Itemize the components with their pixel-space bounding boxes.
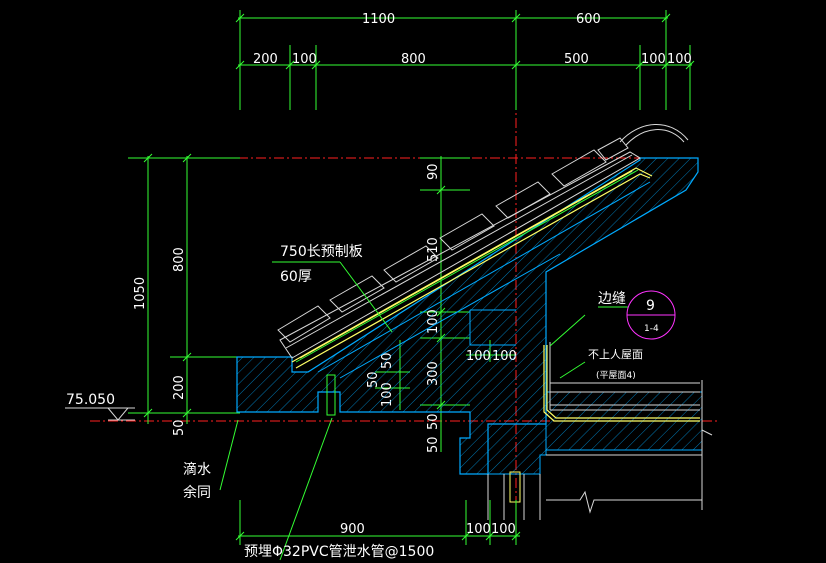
dim-top-1100: 1100 bbox=[362, 12, 395, 27]
panel-label-line2: 60厚 bbox=[280, 269, 312, 285]
elevation-marker bbox=[65, 407, 135, 421]
dim-top-500: 500 bbox=[564, 52, 589, 67]
leader-lines bbox=[219, 261, 628, 561]
callout-number: 9 bbox=[646, 298, 655, 314]
roof-note-sub: (平屋面4) bbox=[596, 370, 636, 381]
precast-slab bbox=[291, 167, 653, 379]
dim-center-50b: 50 bbox=[426, 436, 441, 453]
roof-tiles bbox=[277, 124, 689, 359]
dim-center-50: 50 bbox=[426, 413, 441, 430]
dim-top-100a: 100 bbox=[292, 52, 317, 67]
dim-top-600: 600 bbox=[576, 12, 601, 27]
drip-label-line1: 滴水 bbox=[183, 461, 211, 478]
dim-center-510: 510 bbox=[426, 237, 441, 262]
dim-left-800: 800 bbox=[172, 247, 187, 272]
dim-left-1050: 1050 bbox=[133, 277, 148, 310]
dim-top-100b: 100 bbox=[641, 52, 666, 67]
dim-top-200: 200 bbox=[253, 52, 278, 67]
dim-left-50: 50 bbox=[172, 419, 187, 436]
pvc-drain-pipe bbox=[326, 374, 521, 503]
callout-sheet: 1-4 bbox=[644, 324, 659, 334]
bottom-dimensions bbox=[235, 500, 521, 545]
concrete-section bbox=[236, 157, 703, 475]
dim-bottom-900: 900 bbox=[340, 522, 365, 537]
elevation-label: 75.050 bbox=[66, 392, 115, 408]
left-dimensions bbox=[128, 153, 240, 424]
panel-label-line1: 750长预制板 bbox=[280, 244, 363, 260]
roof-note: 不上人屋面 bbox=[588, 348, 643, 361]
dim-bottom-100b: 100 bbox=[491, 522, 516, 537]
dim-center-90: 90 bbox=[426, 163, 441, 180]
top-dimensions bbox=[235, 10, 695, 110]
dim-bottom-100a: 100 bbox=[466, 522, 491, 537]
detail-callout bbox=[626, 290, 676, 340]
pipe-label: 预埋Φ32PVC管泄水管@1500 bbox=[244, 544, 434, 560]
flat-roof-layers bbox=[543, 342, 700, 422]
wall-lines bbox=[487, 380, 713, 520]
drip-label-line2: 余同 bbox=[183, 484, 211, 501]
edge-seam-label: 边缝 bbox=[598, 291, 626, 307]
dim-top-800: 800 bbox=[401, 52, 426, 67]
dim-left-200: 200 bbox=[172, 375, 187, 400]
dim-top-100c: 100 bbox=[667, 52, 692, 67]
